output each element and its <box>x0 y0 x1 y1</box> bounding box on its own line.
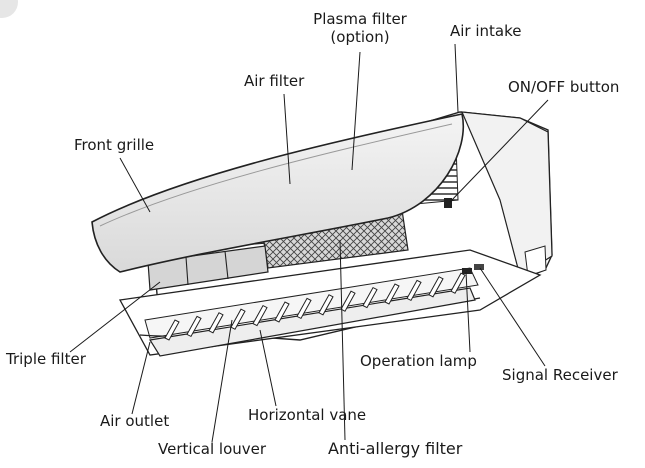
label-vertical-louver: Vertical louver <box>158 440 267 458</box>
front-grille-part <box>91 113 464 273</box>
label-front-grille: Front grille <box>74 136 155 154</box>
louver-blade <box>296 297 312 320</box>
louver-blade <box>406 279 422 302</box>
signal-receiver-part <box>474 264 484 270</box>
leader-air-outlet <box>131 341 151 415</box>
leader-air-intake <box>454 43 459 113</box>
label-horizontal-vane: Horizontal vane <box>248 406 367 424</box>
vertical-louvers-part <box>164 272 466 341</box>
leader-triple-filter <box>69 281 161 353</box>
louver-blade <box>362 286 378 309</box>
louver-blade <box>274 301 290 323</box>
label-operation-lamp: Operation lamp <box>360 352 477 370</box>
label-triple-filter: Triple filter <box>6 350 86 368</box>
louver-blade <box>450 272 466 294</box>
leader-lines <box>69 43 549 443</box>
leader-vertical-louver <box>211 319 233 443</box>
leader-signal-receiver <box>479 267 546 367</box>
label-air-outlet: Air outlet <box>100 412 170 430</box>
label-air-filter: Air filter <box>244 72 305 90</box>
leader-horizontal-vane <box>259 329 277 407</box>
louver-blade <box>252 304 268 327</box>
louver-blade <box>164 319 180 341</box>
leader-on-off-button <box>449 99 549 203</box>
label-anti-allergy-filter: Anti-allergy filter <box>328 439 463 458</box>
leader-plasma-filter <box>351 51 361 171</box>
louver-blade <box>230 308 246 330</box>
louver-blade <box>208 312 224 334</box>
operation-lamp-part <box>462 268 472 274</box>
louver-blade <box>186 315 202 338</box>
on-off-button-part <box>444 198 452 208</box>
label-signal-receiver: Signal Receiver <box>502 366 618 384</box>
label-on-off-button: ON/OFF button <box>508 78 620 96</box>
leader-air-filter <box>283 93 291 185</box>
louver-blade <box>318 294 334 316</box>
louver-blade <box>384 283 400 305</box>
label-plasma-filter: Plasma filter (option) <box>313 10 407 46</box>
louver-blade <box>340 290 356 312</box>
louver-blade <box>428 276 444 298</box>
triple-filter-part <box>147 245 269 291</box>
leader-operation-lamp <box>465 271 471 353</box>
label-air-intake: Air intake <box>450 22 522 40</box>
leader-front-grille <box>119 157 151 213</box>
leader-anti-allergy-filter <box>339 239 346 441</box>
